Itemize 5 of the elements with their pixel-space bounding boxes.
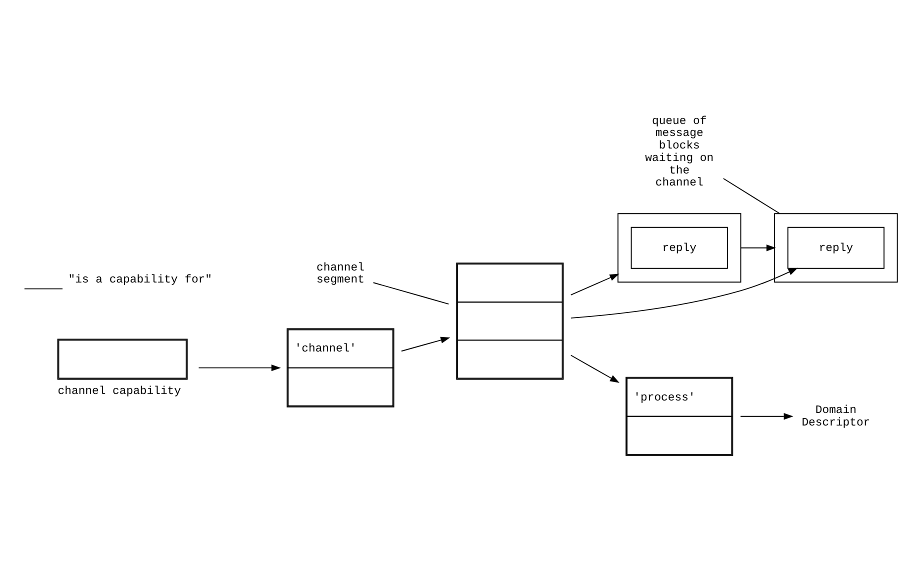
node-text: Domain Descriptor <box>802 404 870 429</box>
node-label: channel capability <box>58 384 182 398</box>
node-text: channel segment <box>316 260 364 286</box>
legend-label: "is a capability for" <box>68 273 212 286</box>
node-text: queue of message blocks waiting on the channel <box>645 114 714 190</box>
